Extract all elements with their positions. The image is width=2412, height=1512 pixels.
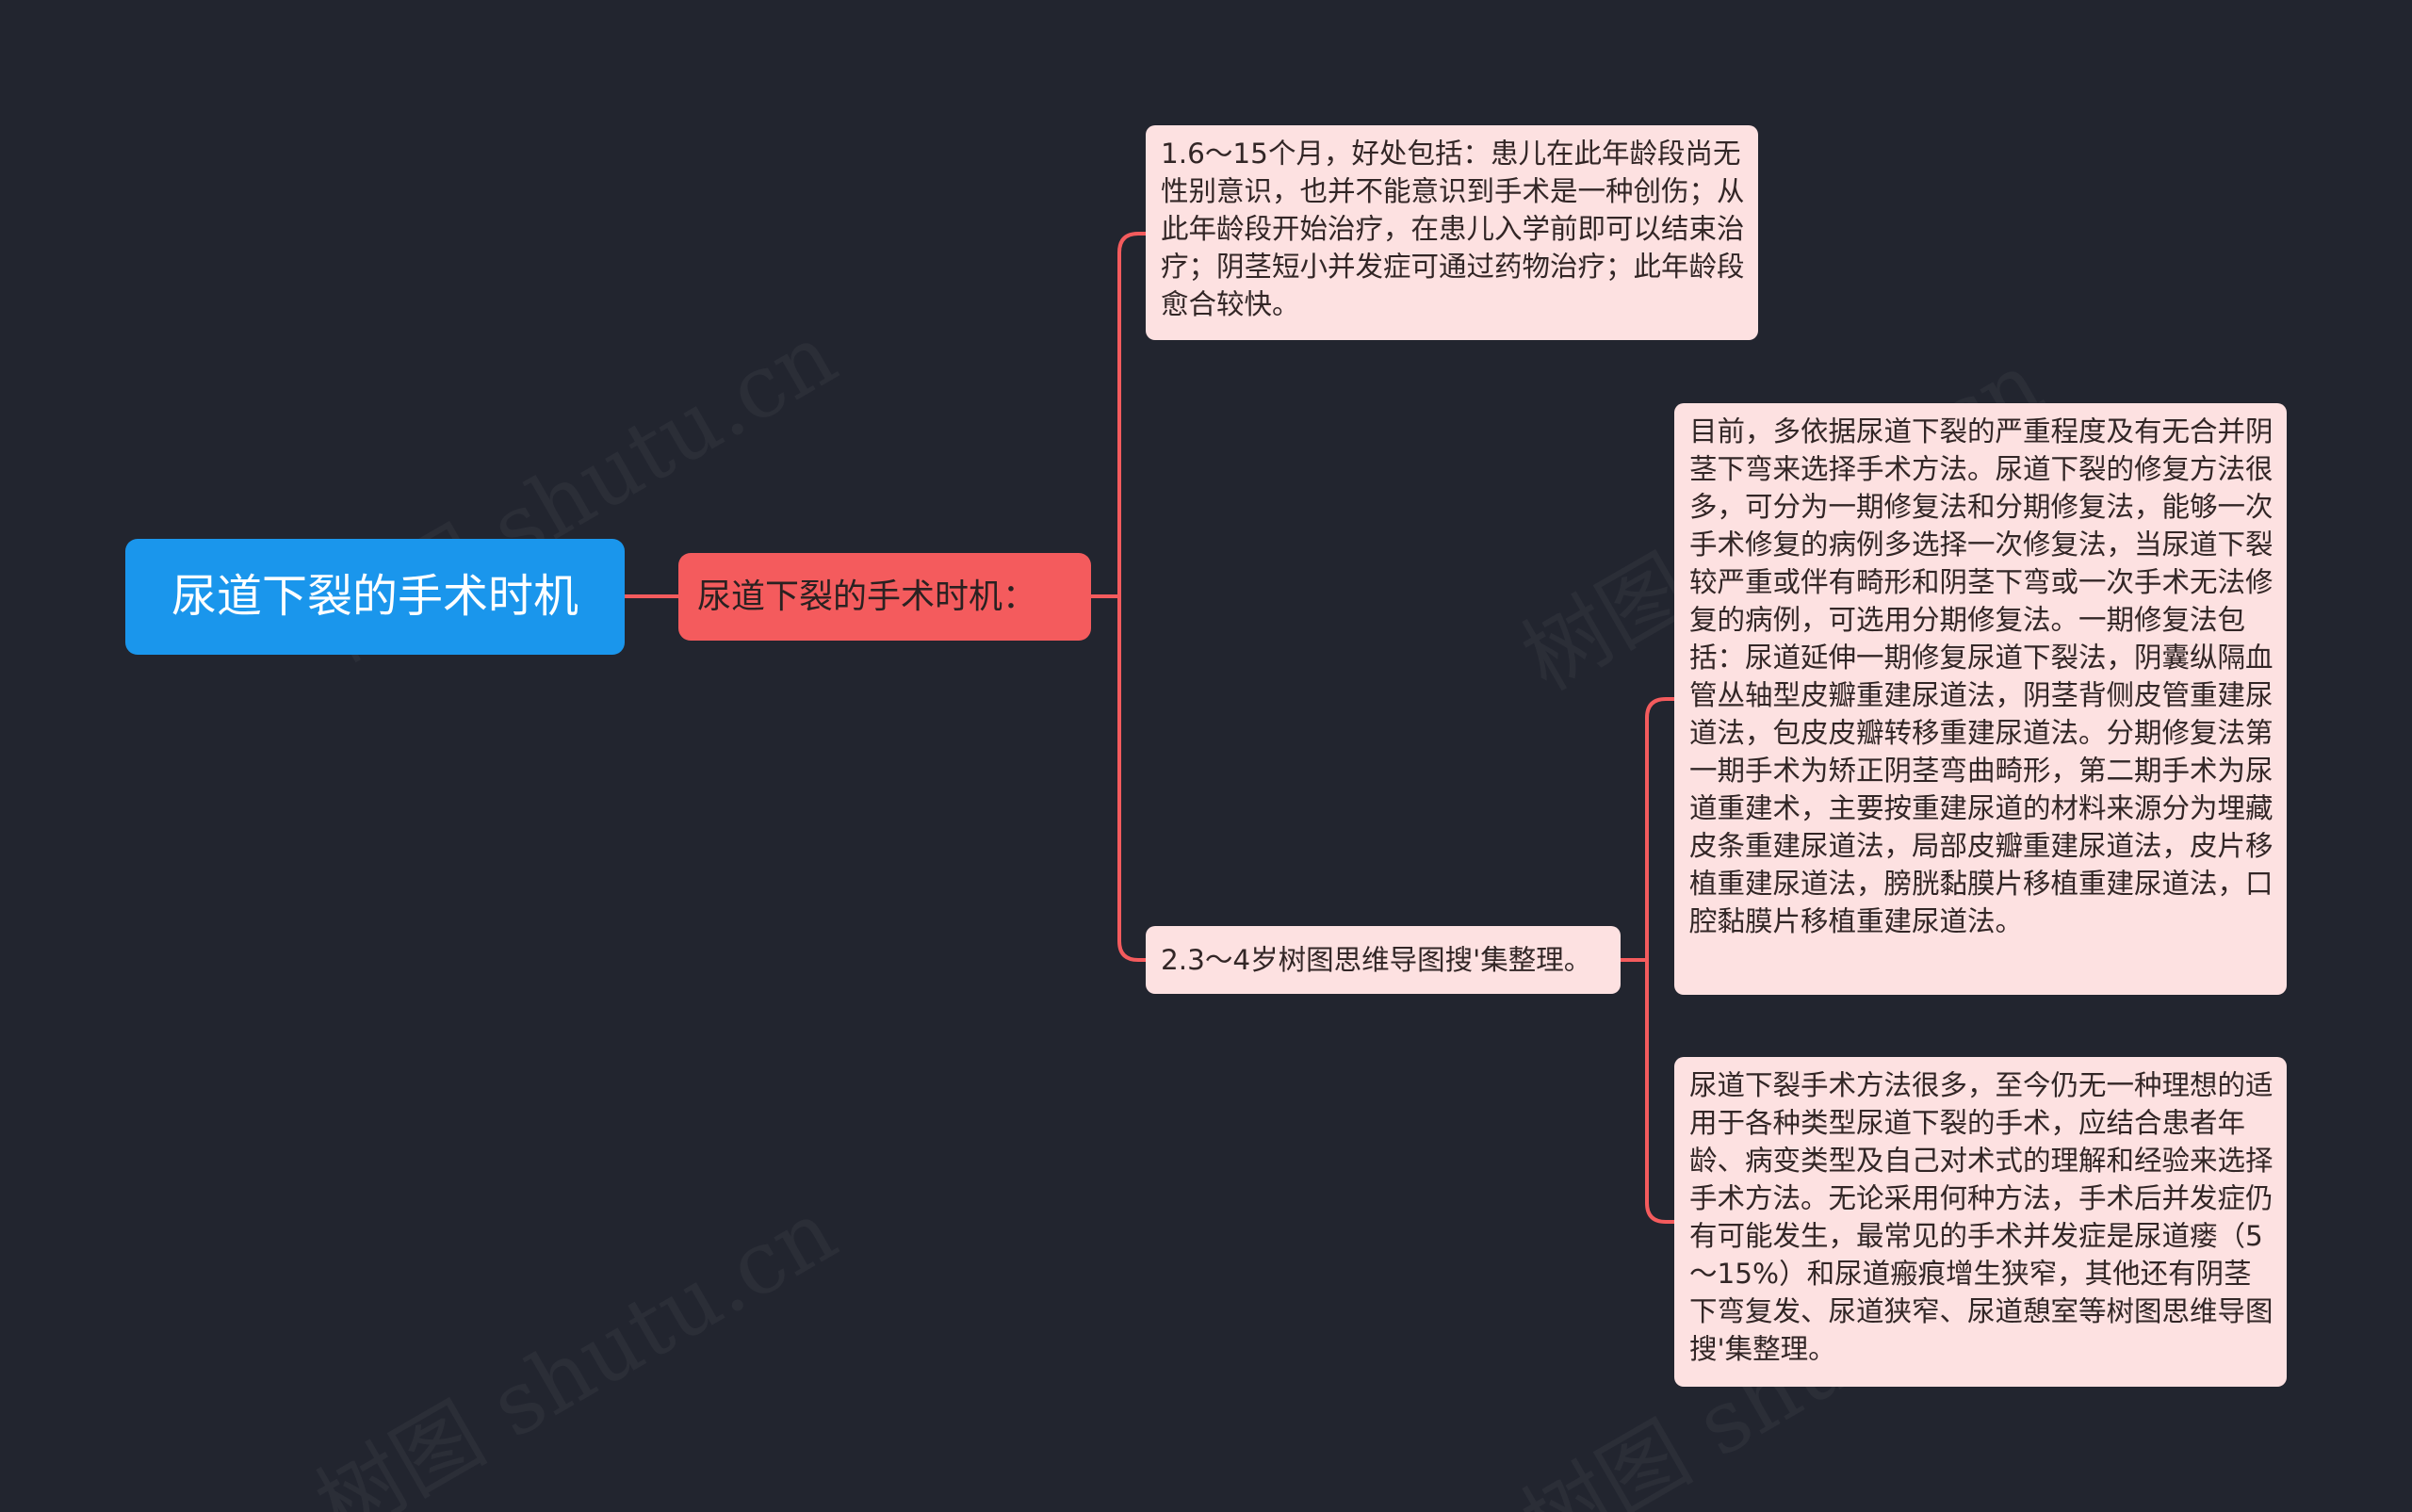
leaf-node-3[interactable]: 目前，多依据尿道下裂的严重程度及有无合并阴茎下弯来选择手术方法。尿道下裂的修复方… <box>1674 403 2287 995</box>
branch-node[interactable]: 尿道下裂的手术时机： <box>678 553 1091 641</box>
connector-trunk-leaf-1 <box>1117 232 1146 596</box>
root-node-label: 尿道下裂的手术时机 <box>171 570 579 623</box>
leaf-node-2[interactable]: 2.3～4岁树图思维导图搜'集整理。 <box>1146 926 1621 994</box>
branch-node-label: 尿道下裂的手术时机： <box>697 577 1037 616</box>
connector-trunk-leaf-3 <box>1645 697 1674 960</box>
leaf-node-text: 1.6～15个月，好处包括：患儿在此年龄段尚无性别意识，也并不能意识到手术是一种… <box>1161 138 1745 320</box>
leaf-node-4[interactable]: 尿道下裂手术方法很多，至今仍无一种理想的适用于各种类型尿道下裂的手术，应结合患者… <box>1674 1057 2287 1387</box>
root-node[interactable]: 尿道下裂的手术时机 <box>125 539 625 655</box>
connector-trunk-leaf-2 <box>1117 596 1146 962</box>
leaf-node-text: 目前，多依据尿道下裂的严重程度及有无合并阴茎下弯来选择手术方法。尿道下裂的修复方… <box>1689 415 2273 937</box>
connector-trunk-leaf-4 <box>1645 960 1674 1224</box>
leaf-node-1[interactable]: 1.6～15个月，好处包括：患儿在此年龄段尚无性别意识，也并不能意识到手术是一种… <box>1146 125 1758 340</box>
leaf-node-text: 2.3～4岁树图思维导图搜'集整理。 <box>1161 944 1592 976</box>
leaf-node-text: 尿道下裂手术方法很多，至今仍无一种理想的适用于各种类型尿道下裂的手术，应结合患者… <box>1689 1069 2273 1365</box>
